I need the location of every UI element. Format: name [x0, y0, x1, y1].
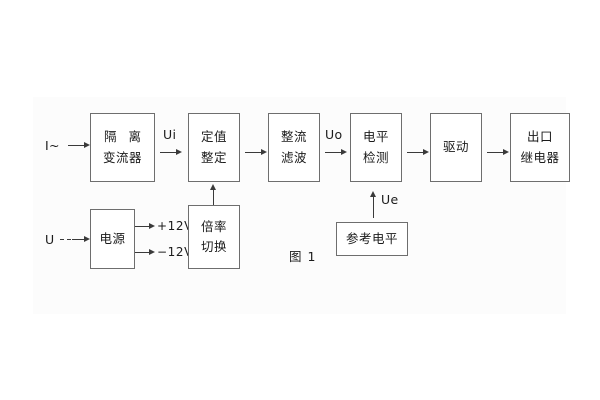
signal-label-current-input: I~: [45, 138, 60, 153]
block-reference-level: 参考电平: [336, 222, 408, 256]
signal-label-ui: Ui: [163, 127, 177, 142]
arrowhead-supply-negative: [149, 248, 155, 255]
connector-drive-to-relay: [487, 152, 507, 153]
block-drive-line-1: 驱动: [442, 139, 469, 155]
connector-level-to-drive: [407, 152, 427, 153]
block-multiplier-switch: 倍率 切换: [188, 205, 240, 269]
block-power-supply-line-1: 电源: [99, 230, 126, 246]
arrowhead-current-input: [84, 141, 90, 148]
block-level-detect-line-1: 电平: [362, 129, 389, 145]
connector-setting-to-rectify: [245, 152, 265, 153]
arrowhead-voltage-input: [84, 235, 90, 242]
arrowhead-level-to-drive: [423, 148, 429, 155]
signal-label-supply-negative: −12V: [157, 245, 193, 259]
block-output-relay-line-2: 继电器: [520, 149, 560, 165]
connector-voltage-input: [72, 239, 88, 240]
block-drive: 驱动: [430, 113, 482, 182]
block-power-supply: 电源: [90, 209, 135, 269]
block-setting-value: 定值 整定: [188, 113, 240, 182]
arrowhead-supply-positive: [149, 222, 155, 229]
connector-uo: [325, 152, 345, 153]
block-rectify-filter-line-2: 滤波: [280, 149, 307, 165]
arrowhead-ui: [176, 148, 182, 155]
figure-caption: 图 1: [289, 249, 317, 264]
connector-current-input: [68, 145, 88, 146]
signal-label-supply-positive: +12V: [157, 219, 193, 233]
connector-reference-to-level: [373, 196, 374, 218]
block-isolation-ct-line-2: 变流器: [102, 149, 142, 165]
block-reference-level-line-1: 参考电平: [345, 230, 398, 246]
connector-supply-positive: [135, 226, 153, 227]
connector-ui: [160, 152, 180, 153]
block-rectify-filter: 整流 滤波: [268, 113, 320, 182]
signal-label-voltage-input: U: [45, 232, 55, 247]
arrowhead-multiplier-to-setting: [210, 184, 216, 190]
block-isolation-ct-line-1: 隔 离: [104, 129, 145, 145]
connector-supply-negative: [135, 252, 153, 253]
block-rectify-filter-line-1: 整流: [280, 129, 307, 145]
block-multiplier-switch-line-2: 切换: [200, 239, 227, 254]
arrowhead-uo: [341, 148, 347, 155]
block-setting-value-line-1: 定值: [200, 129, 227, 145]
signal-label-ue: Ue: [381, 192, 399, 207]
arrowhead-setting-to-rectify: [261, 148, 267, 155]
connector-multiplier-to-setting: [213, 189, 214, 205]
block-level-detect: 电平 检测: [350, 113, 402, 182]
block-isolation-ct: 隔 离 变流器: [90, 113, 155, 182]
block-level-detect-line-2: 检测: [362, 149, 389, 165]
arrowhead-drive-to-relay: [503, 148, 509, 155]
arrowhead-reference-to-level: [370, 191, 376, 197]
signal-label-uo: Uo: [325, 127, 343, 142]
block-output-relay-line-1: 出口: [526, 129, 553, 145]
block-output-relay: 出口 继电器: [510, 113, 570, 182]
block-multiplier-switch-line-1: 倍率: [200, 218, 227, 234]
block-setting-value-line-2: 整定: [200, 149, 227, 165]
connector-voltage-input-dash: [60, 239, 72, 240]
